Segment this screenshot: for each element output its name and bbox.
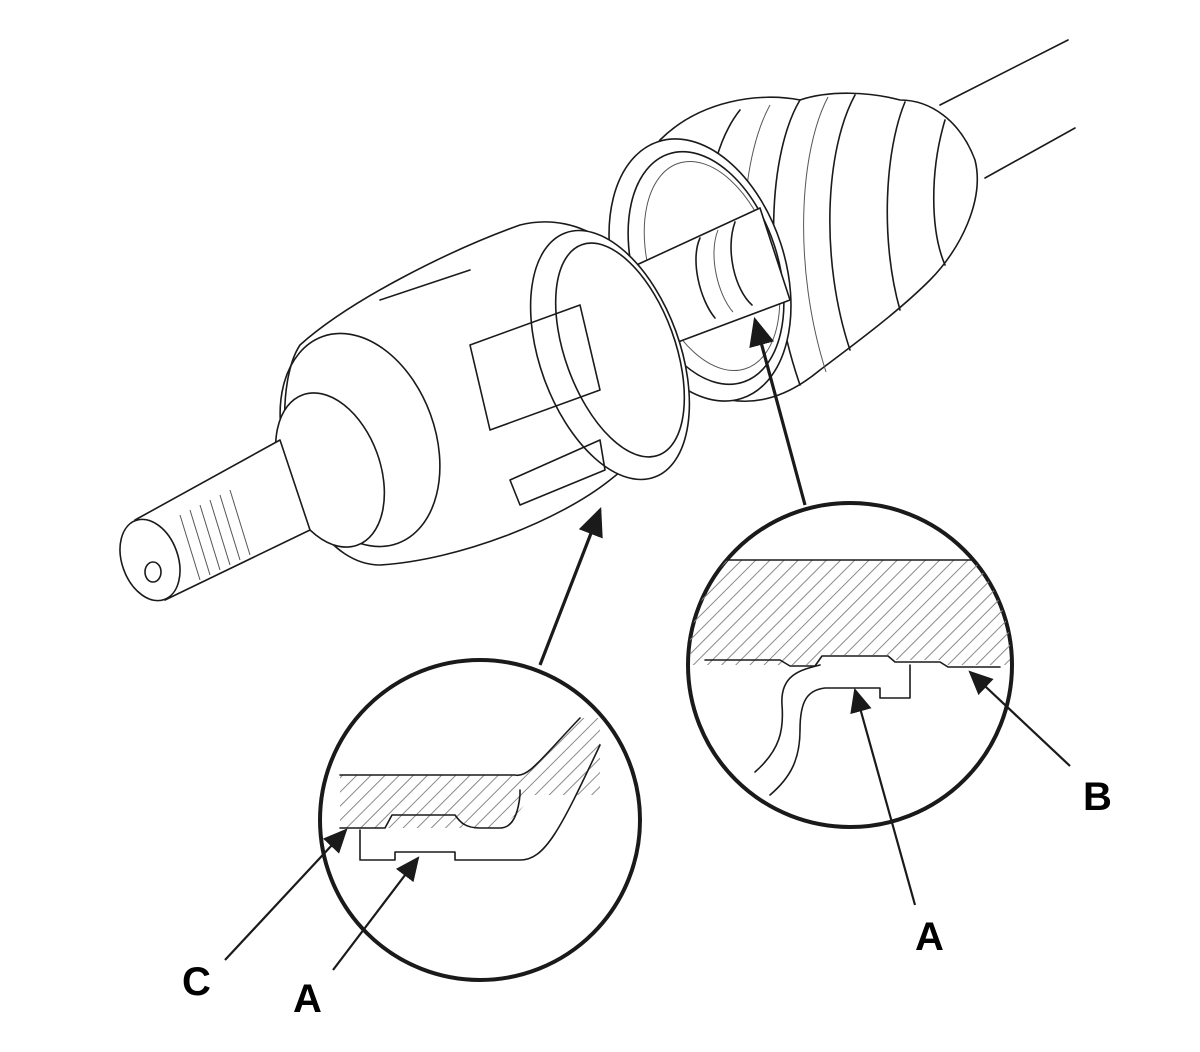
detail-circle-left — [318, 658, 642, 982]
stub-shaft — [119, 392, 386, 602]
callout-arrow-left — [538, 507, 603, 666]
leader-a-left — [332, 856, 420, 971]
leader-a-right — [850, 687, 917, 906]
inner-shaft — [629, 207, 791, 346]
leader-b — [968, 670, 1071, 767]
detail-circle-right — [686, 501, 1014, 829]
label-b: B — [1083, 775, 1112, 819]
label-a-left: A — [293, 977, 322, 1021]
leader-c — [224, 828, 348, 961]
callout-arrow-right — [749, 316, 807, 506]
label-a-right: A — [915, 915, 944, 959]
axle-shaft — [939, 39, 1076, 179]
label-c: C — [182, 960, 211, 1004]
spline-teeth — [179, 489, 251, 581]
